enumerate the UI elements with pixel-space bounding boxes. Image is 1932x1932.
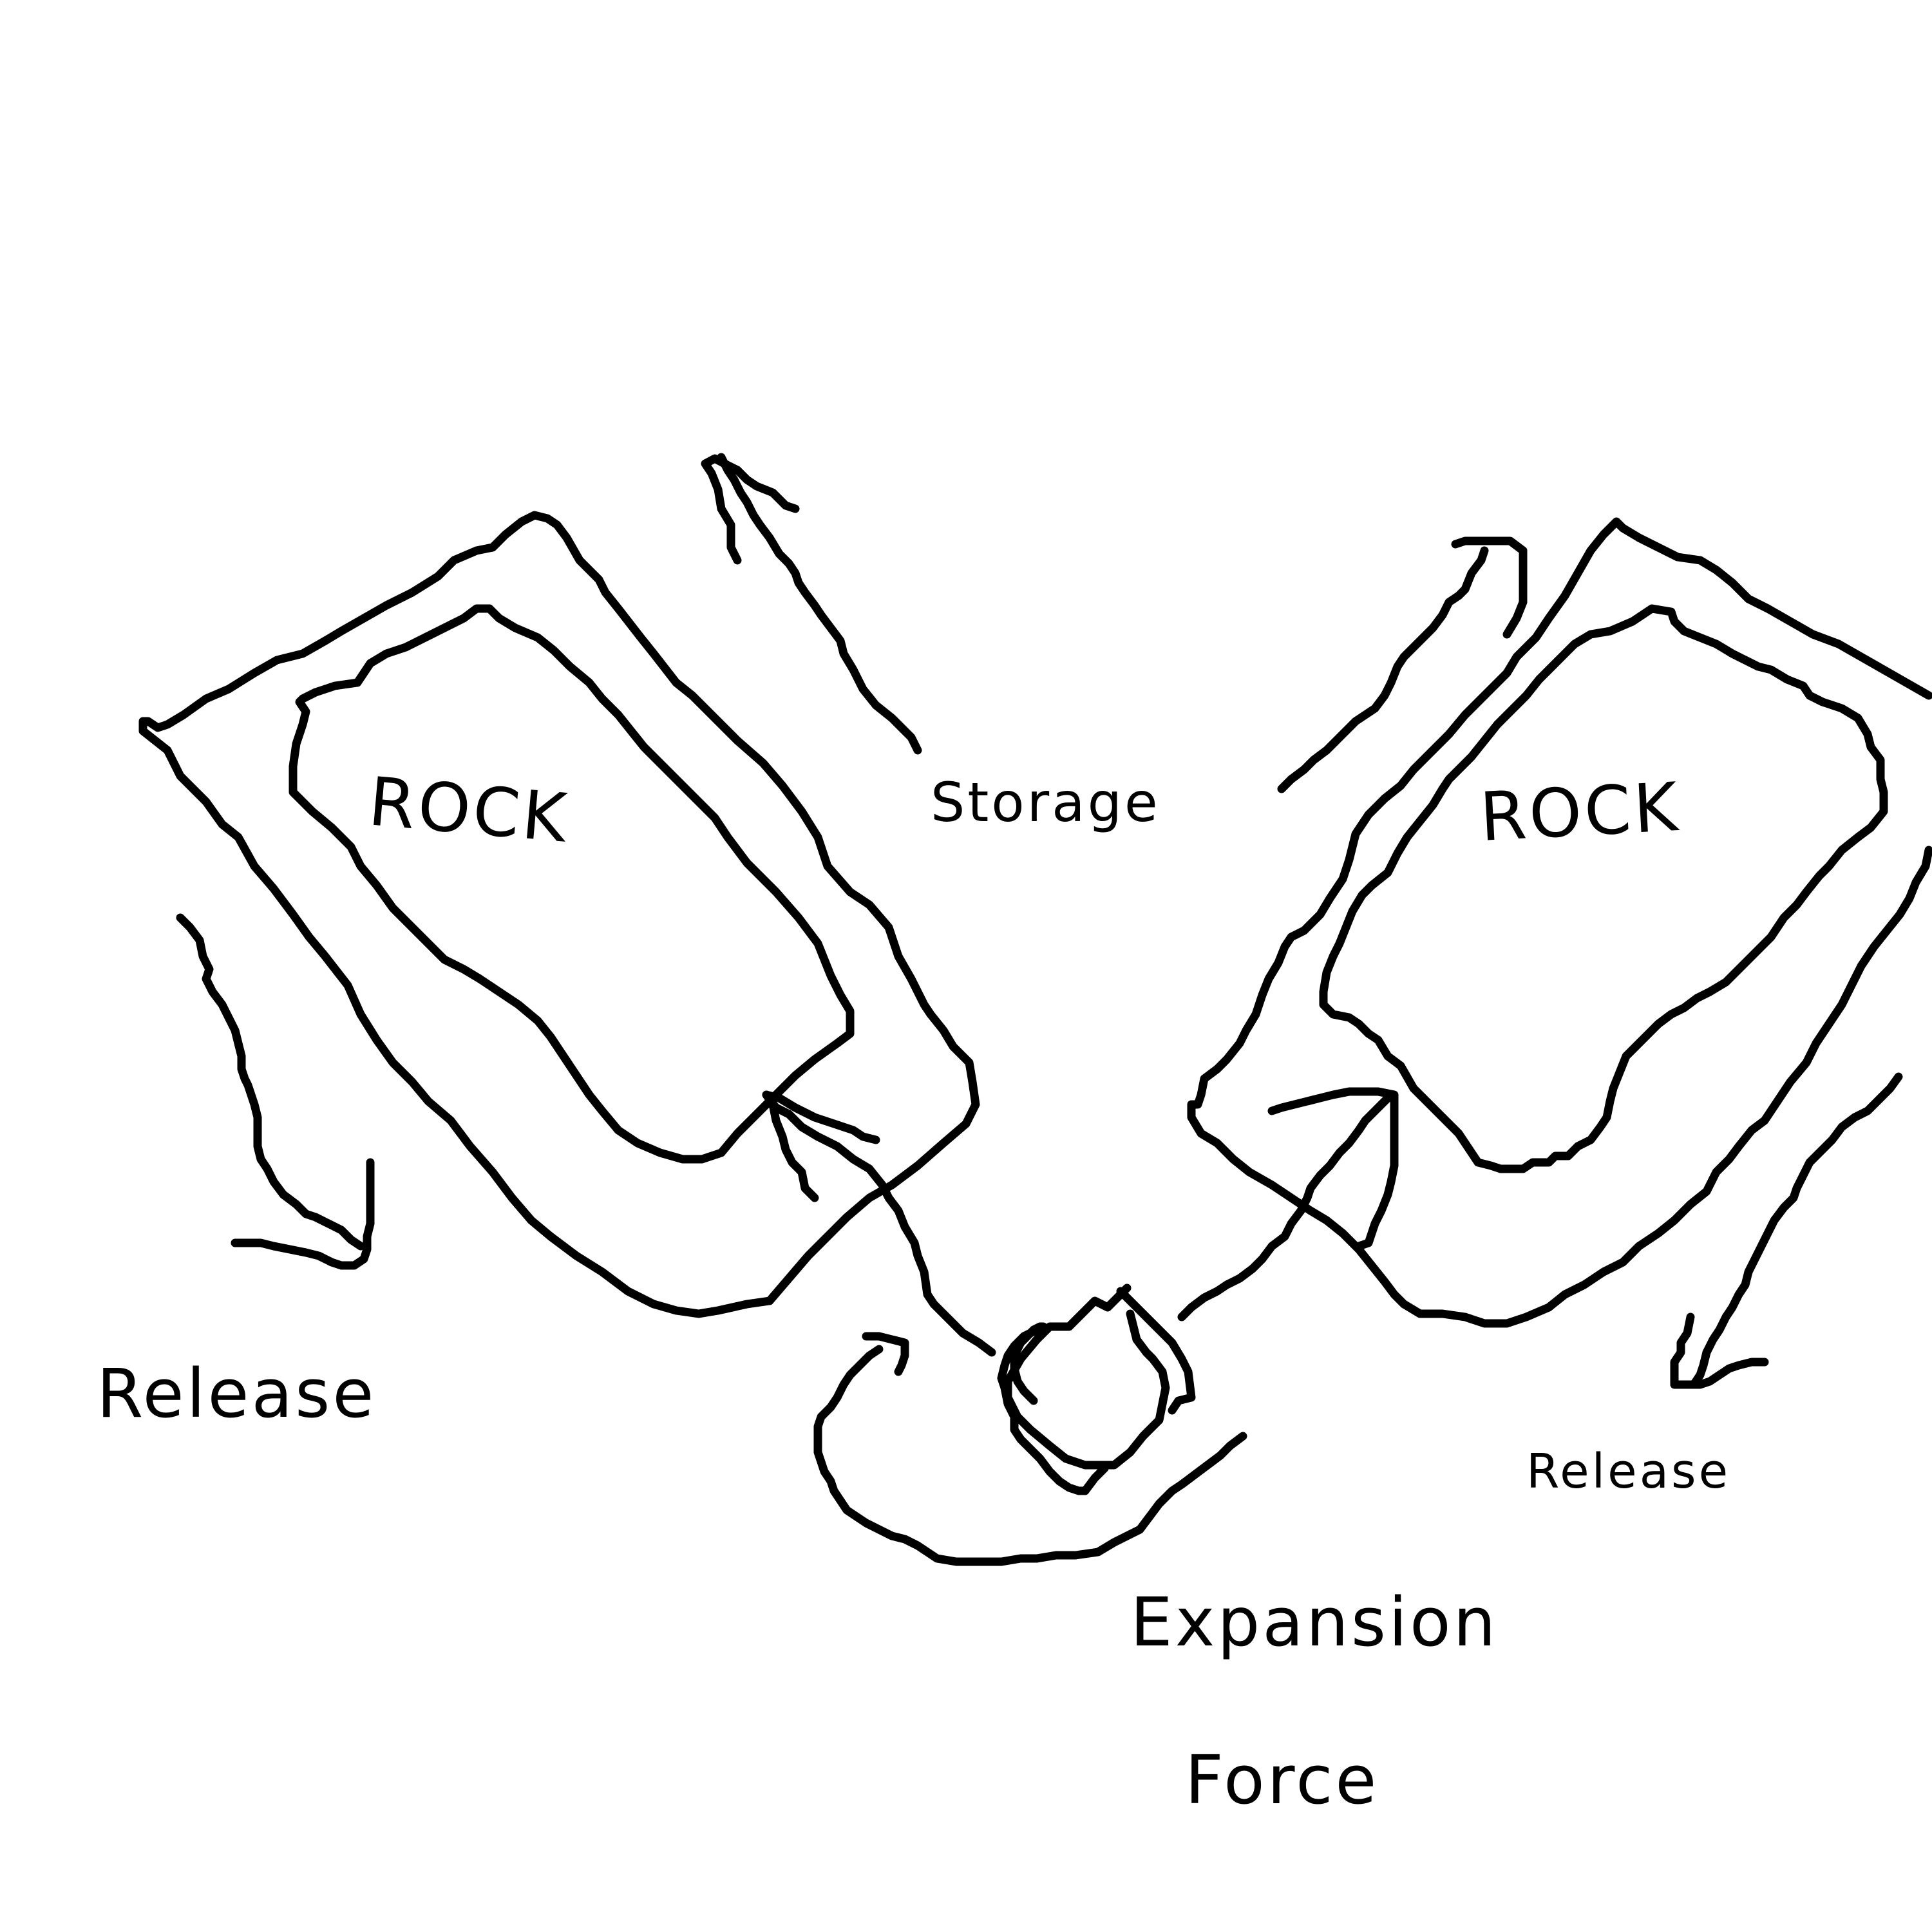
center-ice-wedge <box>1003 1283 1196 1470</box>
ice-wedge-inner <box>1116 1287 1196 1415</box>
storage-arrow-up-left-head <box>701 454 800 565</box>
release-arrow-left <box>176 913 365 1251</box>
label-storage: Storage <box>931 771 1160 834</box>
expansion-curve-arrow-head <box>862 1332 909 1376</box>
left-rock-outer-outline <box>138 511 980 1318</box>
left-rock-block <box>138 511 980 1318</box>
expansion-arrow-right-head <box>1267 1087 1399 1251</box>
label-expansion: Expansion <box>1130 1583 1499 1662</box>
label-release-left: Release <box>97 1354 376 1433</box>
storage-arrows <box>701 453 1528 793</box>
right-rock-outer-outline <box>1187 517 1932 1328</box>
label-force: Force <box>1185 1741 1379 1819</box>
label-release-right: Release <box>1526 1444 1730 1499</box>
storage-arrow-up-left <box>717 453 922 755</box>
expansion-arrows <box>762 1087 1399 1566</box>
labels: ROCK ROCK Storage Release Release Expans… <box>97 762 1730 1819</box>
storage-arrow-up-right-head <box>1451 536 1528 639</box>
release-arrow-left-head <box>231 1158 375 1270</box>
release-arrow-right-head <box>1670 1312 1769 1389</box>
expansion-arrow-left-head <box>762 1090 880 1202</box>
storage-arrow-up-right <box>1277 546 1489 793</box>
expansion-arrow-left <box>762 1090 996 1357</box>
ice-wedge-outline <box>1003 1283 1170 1470</box>
label-rock-left: ROCK <box>366 762 572 858</box>
expansion-arrow-right <box>1177 1090 1396 1321</box>
right-rock-block <box>1187 517 1932 1328</box>
release-arrows <box>176 913 1903 1389</box>
expansion-curve-arrow <box>813 1345 1247 1566</box>
expansion-loop <box>997 1322 1109 1495</box>
label-rock-right: ROCK <box>1478 768 1682 857</box>
release-arrow-right <box>1689 1072 1903 1389</box>
right-rock-inner-outline <box>1319 604 1888 1173</box>
left-rock-inner-outline <box>289 604 855 1164</box>
